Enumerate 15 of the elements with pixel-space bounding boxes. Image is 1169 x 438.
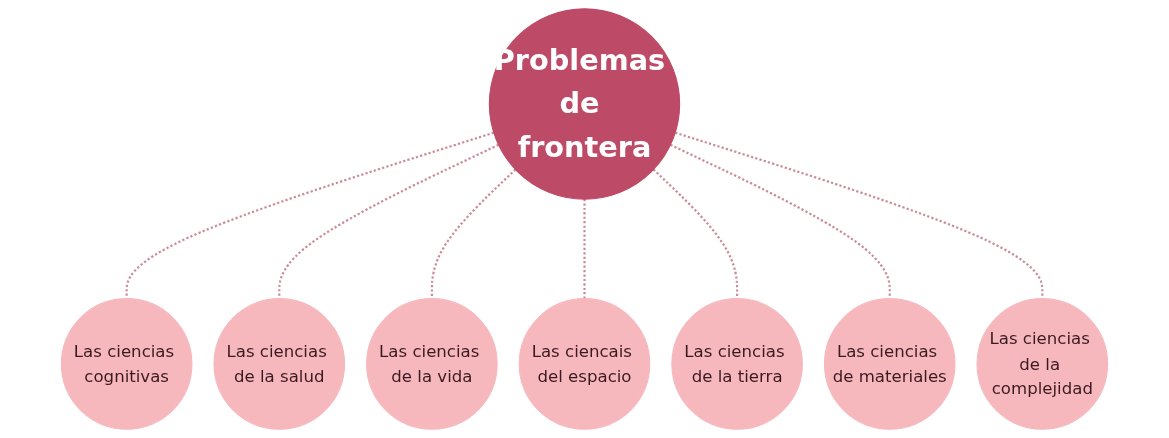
connector [669, 143, 891, 299]
connector [430, 168, 517, 299]
node-circle: Las ciencias de la tierra [671, 298, 803, 430]
node-circle: Las ciencias cognitivas [60, 298, 193, 430]
connector [652, 168, 739, 299]
connector [674, 131, 1044, 299]
connector [583, 199, 586, 299]
node-circle: Problemas de frontera [488, 8, 681, 200]
connector [278, 143, 500, 299]
node-circle: Las ciencias de la vida [366, 298, 498, 430]
node-circle: Las ciencais del espacio [518, 298, 651, 430]
node-circle: Las ciencias de la salud [213, 298, 346, 430]
node-circle: Las ciencias de la complejidad [976, 298, 1109, 430]
node-circle: Las ciencias de materiales [823, 298, 956, 430]
connector [125, 131, 495, 299]
